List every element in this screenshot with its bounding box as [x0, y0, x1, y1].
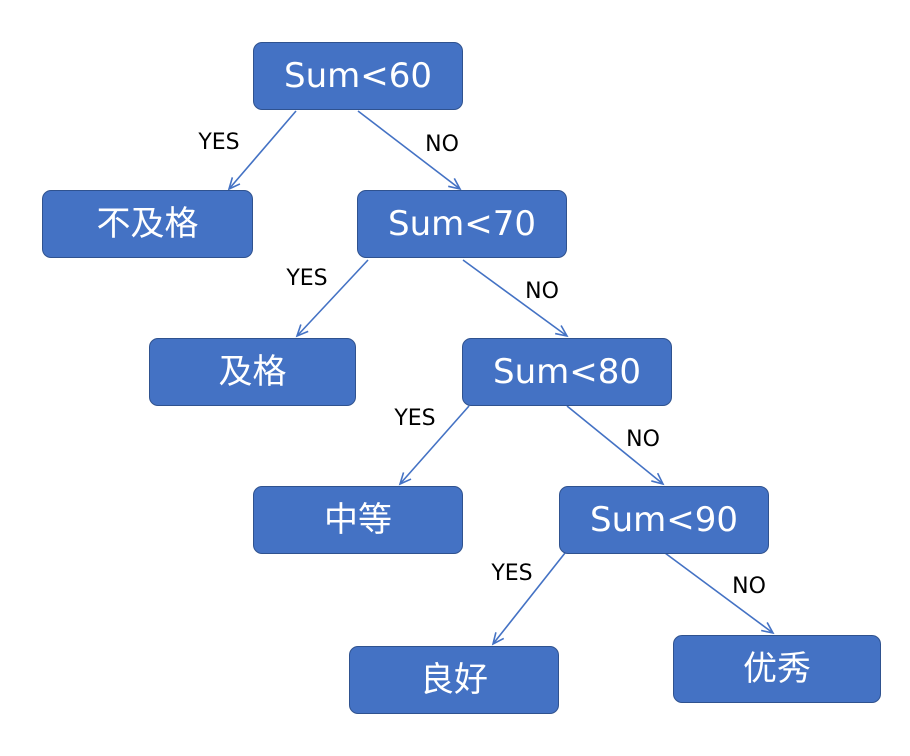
edge-label-yes: YES — [286, 266, 328, 291]
edge-sum70-pass — [295, 259, 369, 338]
node-sum-lt-60: Sum<60 — [253, 42, 463, 110]
edge-label-yes: YES — [198, 130, 240, 155]
node-sum-lt-70: Sum<70 — [357, 190, 567, 258]
node-fail: 不及格 — [42, 190, 253, 258]
edge-label-yes: YES — [394, 406, 436, 431]
edge-label-no: NO — [732, 574, 766, 599]
edge-sum60-fail — [227, 110, 297, 191]
node-sum-lt-80: Sum<80 — [462, 338, 672, 406]
edge-sum90-good — [491, 552, 566, 646]
node-good: 良好 — [349, 646, 559, 714]
edge-label-no: NO — [425, 132, 459, 157]
edge-sum80-medium — [398, 405, 470, 486]
edge-label-no: NO — [525, 279, 559, 304]
edge-label-no: NO — [626, 427, 660, 452]
node-sum-lt-90: Sum<90 — [559, 486, 769, 554]
edge-sum60-sum70 — [357, 110, 462, 191]
node-excellent: 优秀 — [673, 635, 881, 703]
edge-sum90-excellent — [664, 552, 775, 635]
edge-sum70-sum80 — [462, 259, 569, 338]
edge-sum80-sum90 — [566, 405, 665, 486]
node-pass: 及格 — [149, 338, 356, 406]
edge-label-yes: YES — [491, 561, 533, 586]
node-medium: 中等 — [253, 486, 463, 554]
